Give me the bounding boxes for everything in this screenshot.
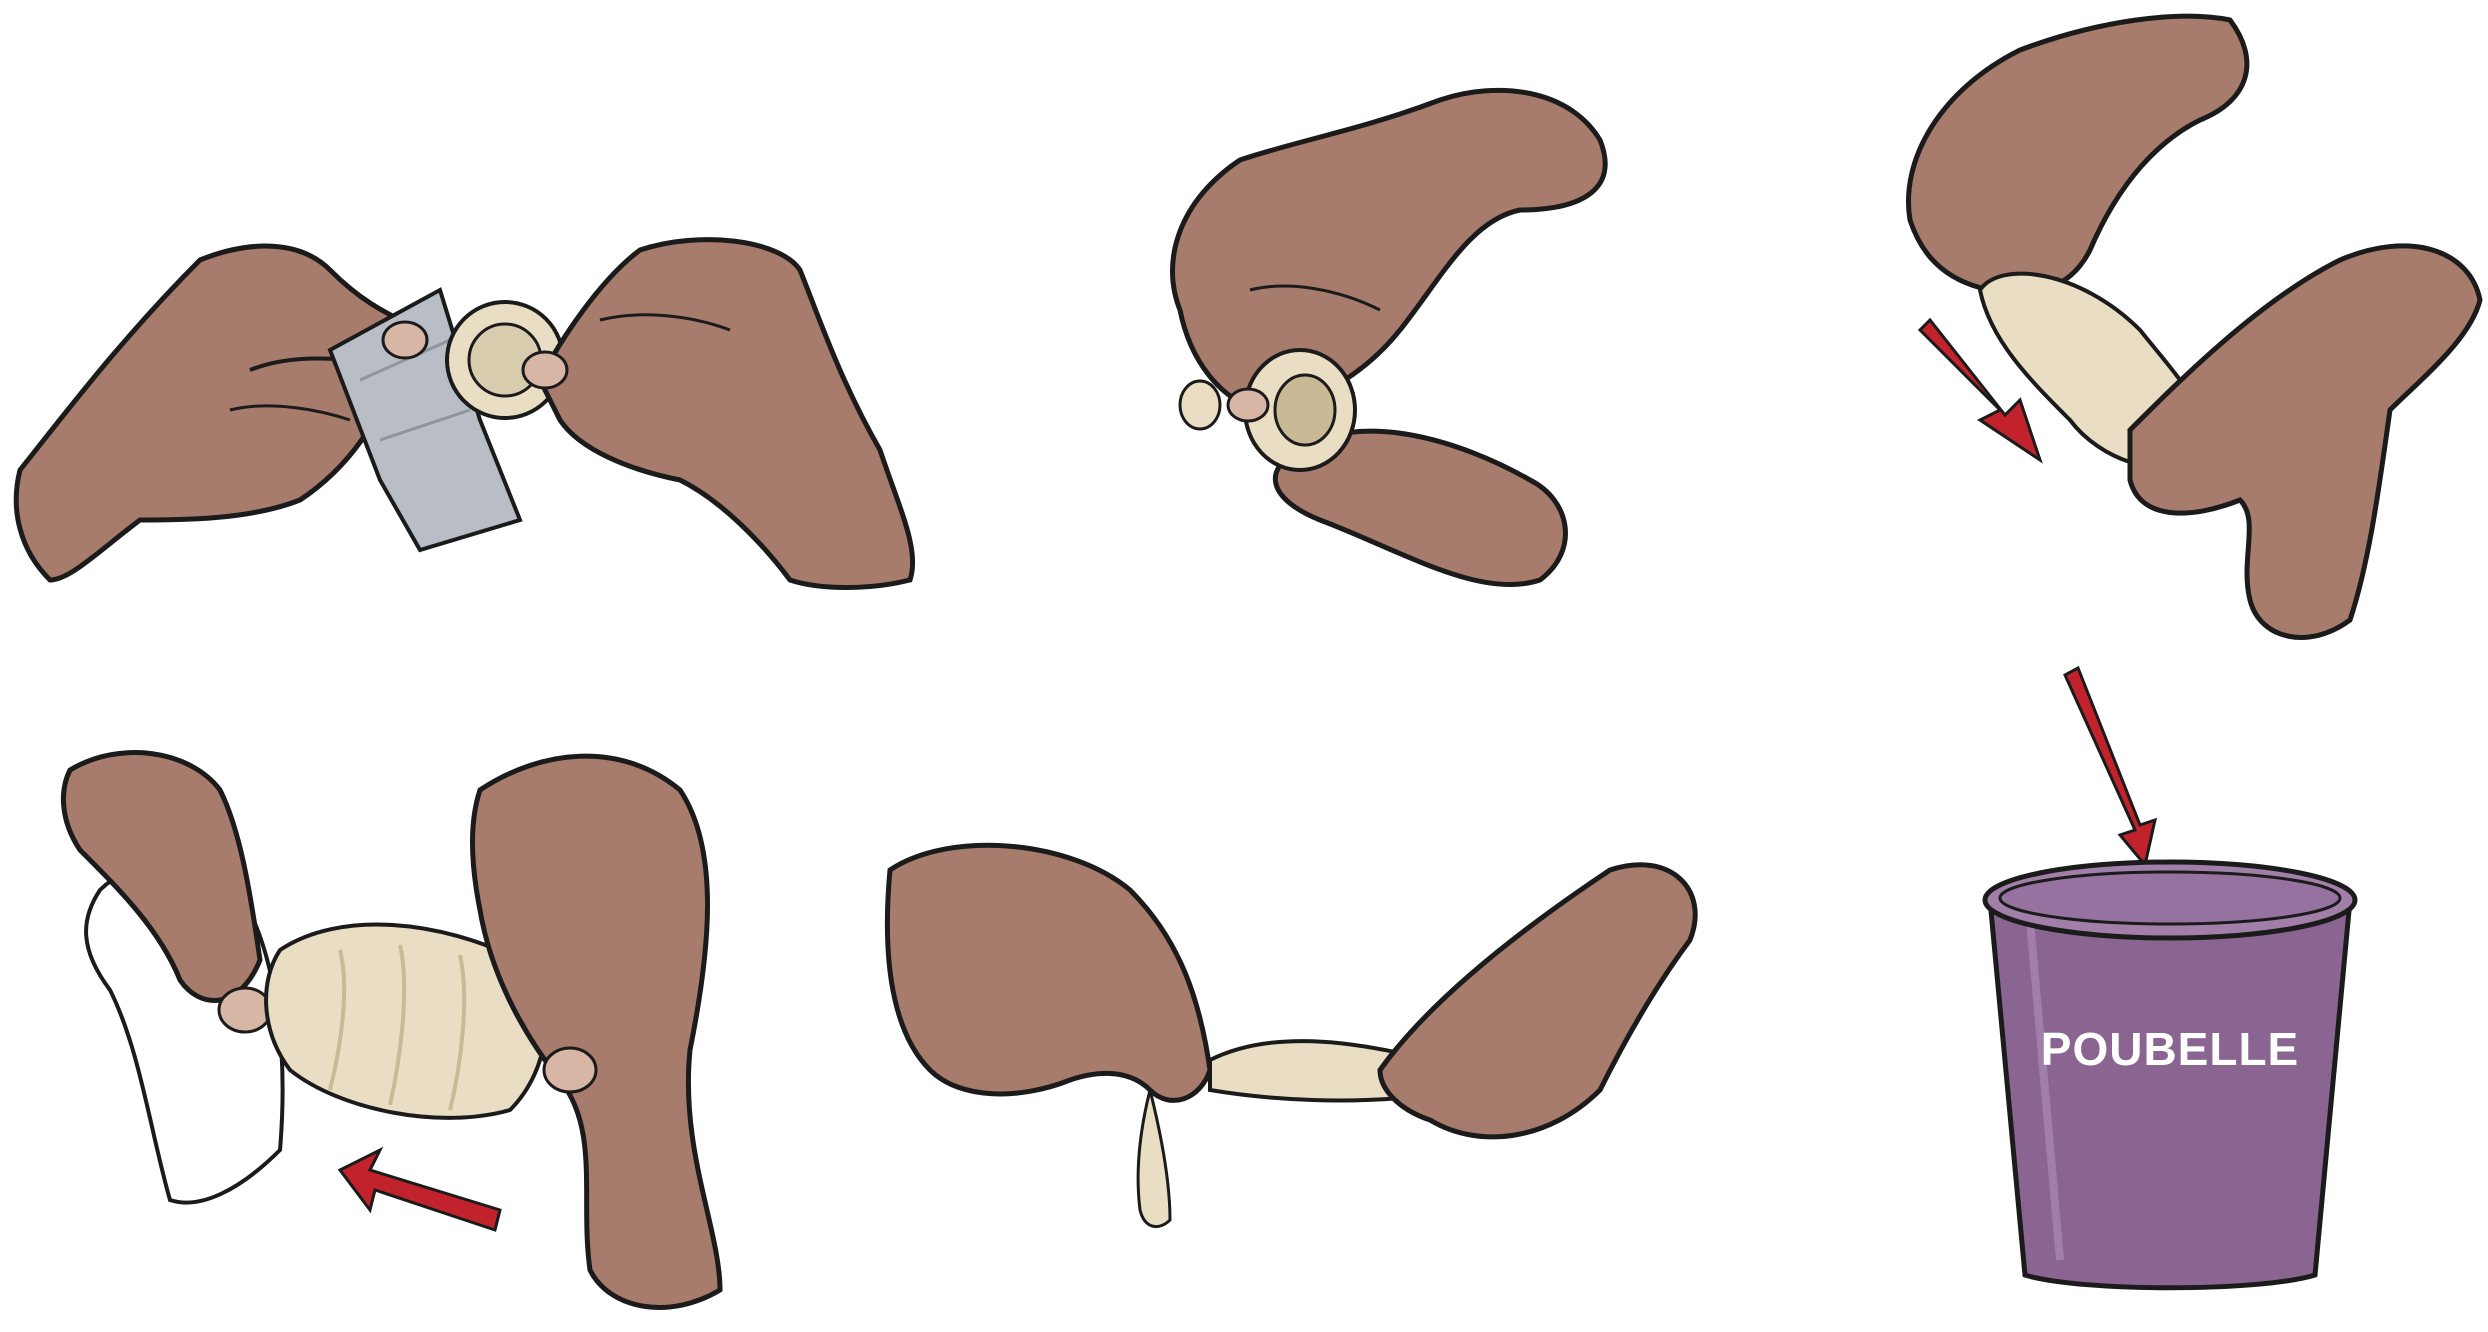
- hand-bottom: [2130, 246, 2480, 638]
- step-trash: POUBELLE: [1960, 660, 2380, 1300]
- remove-condom-icon: [1880, 0, 2480, 700]
- step-wipe: [40, 730, 760, 1320]
- hand-right: [1380, 865, 1695, 1137]
- step-open-wrapper: [0, 220, 940, 600]
- bin-label: POUBELLE: [1960, 1022, 2380, 1076]
- step-remove: [1880, 0, 2480, 700]
- wipe-condom-icon: [40, 730, 760, 1320]
- open-package-icon: [0, 220, 940, 600]
- red-arrow: [340, 1150, 500, 1230]
- step-knot: [870, 830, 1710, 1250]
- right-hand: [540, 240, 913, 588]
- hand-top: [1173, 90, 1606, 410]
- knot-condom-icon: [870, 830, 1710, 1250]
- roll-on-condom-icon: [1140, 80, 1660, 620]
- trash-bin-icon: [1960, 660, 2380, 1300]
- condom-tail: [1138, 1090, 1170, 1227]
- step-roll-on: [1140, 80, 1660, 620]
- red-arrow: [2065, 668, 2155, 865]
- hand-top: [1908, 16, 2246, 293]
- hand-left: [887, 845, 1210, 1100]
